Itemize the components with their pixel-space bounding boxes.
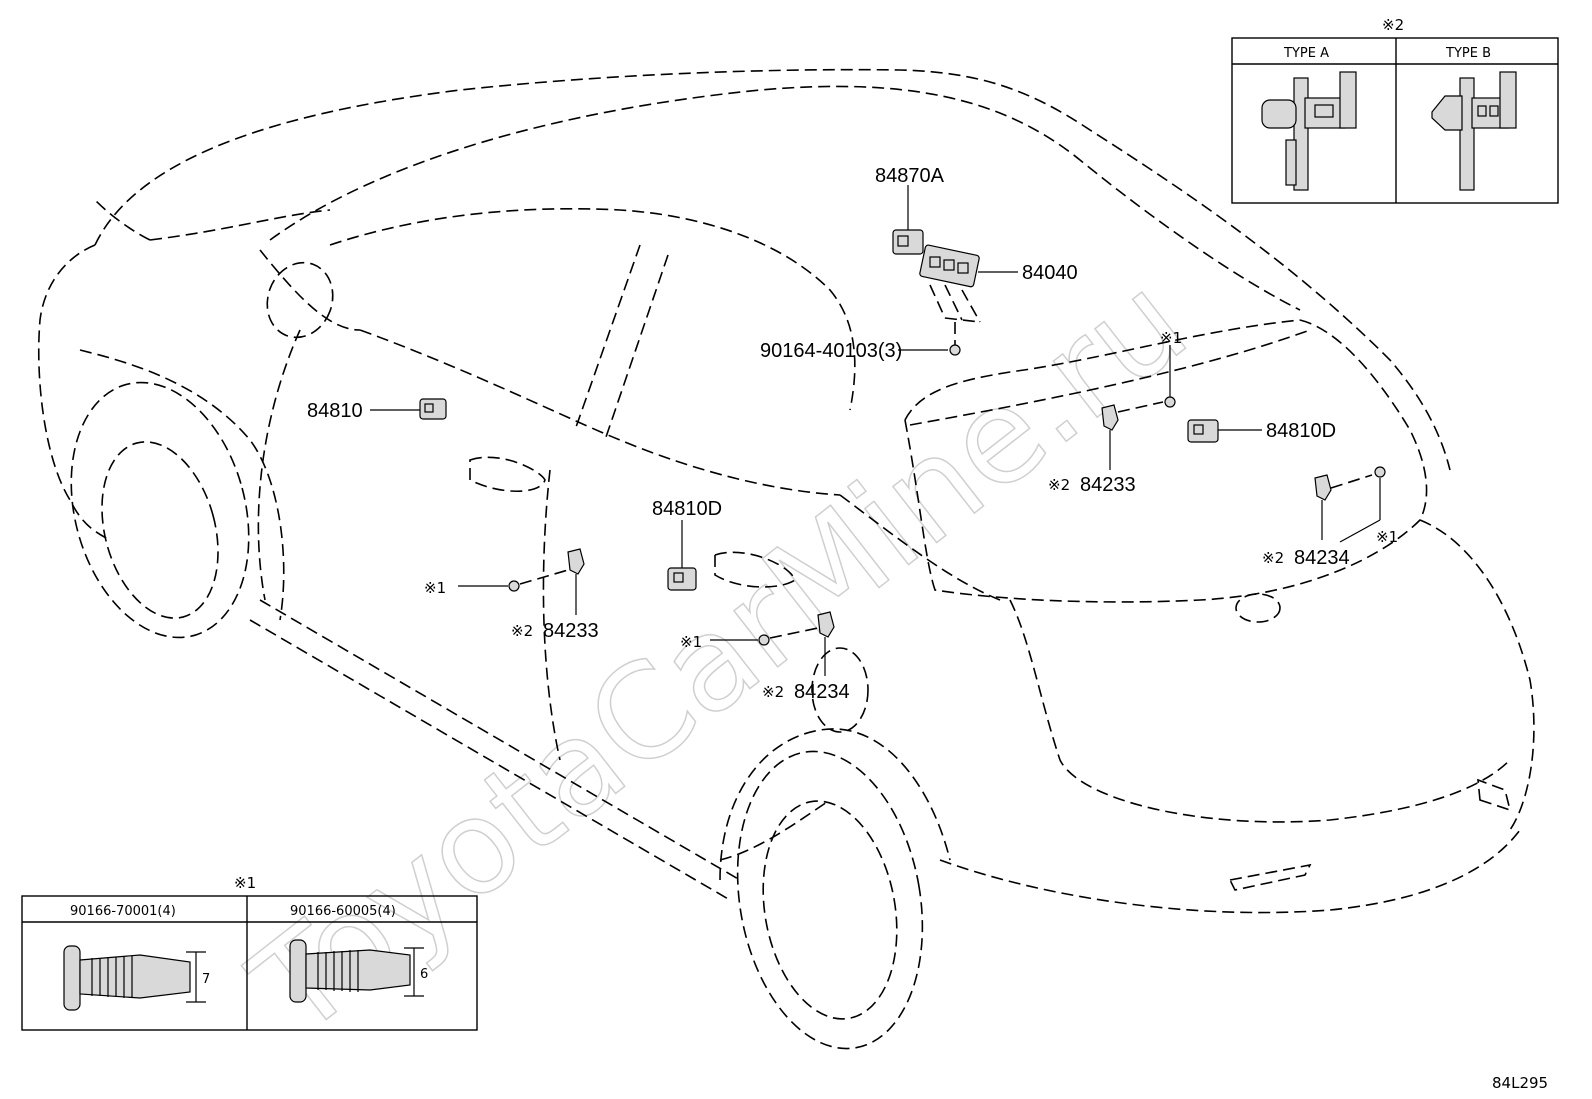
label-84810D-door: 84810D — [652, 498, 722, 520]
type-a-clip-drawing — [1261, 71, 1357, 191]
part-90164-40103[interactable]: 90164-40103(3) — [760, 322, 961, 362]
legend-type-mark: ※2 — [1382, 16, 1404, 34]
note-door-84233-2: ※2 — [511, 622, 533, 640]
note-rear-84233-2: ※2 — [1048, 476, 1070, 494]
type-b-clip-drawing — [1431, 71, 1517, 191]
legend-bolt-b-label: 90166-60005(4) — [290, 904, 396, 919]
part-84233-door[interactable]: ※1 ※2 84233 — [424, 548, 599, 642]
note-rear-screw-1b: ※1 — [1376, 528, 1398, 546]
label-84810D-rear: 84810D — [1266, 420, 1336, 442]
legend-type-a-label: TYPE A — [1283, 46, 1329, 61]
label-84234-rear: 84234 — [1294, 547, 1350, 569]
bolt-b-dimension: 6 — [420, 967, 428, 982]
label-84810: 84810 — [307, 400, 363, 422]
label-84040: 84040 — [1022, 262, 1078, 284]
legend-type-b-label: TYPE B — [1445, 46, 1491, 61]
legend-bolt-panel: ※1 90166-70001(4) 90166-60005(4) 7 6 — [21, 874, 478, 1031]
car-body-outline — [37, 68, 1535, 1050]
note-door-screw-1: ※1 — [424, 579, 446, 597]
bolt-b-drawing: 6 — [289, 939, 428, 1003]
part-84234-door[interactable]: ※1 ※2 84234 — [680, 611, 850, 703]
label-84233-door: 84233 — [543, 620, 599, 642]
label-90164-40103: 90164-40103(3) — [760, 340, 902, 362]
bolt-a-drawing: 7 — [63, 945, 210, 1011]
legend-bolt-a-label: 90166-70001(4) — [70, 904, 176, 919]
label-84870A: 84870A — [875, 165, 945, 187]
note-door-screw-1b: ※1 — [680, 633, 702, 651]
legend-bolt-mark: ※1 — [234, 874, 256, 892]
label-84233-rear: 84233 — [1080, 474, 1136, 496]
watermark-text: ToyotaCarMine.ru — [225, 245, 1214, 1065]
note-rear-84234-2: ※2 — [1262, 549, 1284, 567]
bolt-a-dimension: 7 — [202, 972, 210, 987]
part-84040[interactable]: 84040 — [919, 244, 1078, 323]
diagram-code: 84L295 — [1492, 1074, 1548, 1092]
note-rear-screw-1: ※1 — [1160, 329, 1182, 347]
part-84810D-rear[interactable]: 84810D — [1187, 419, 1336, 443]
part-84870A[interactable]: 84870A — [875, 165, 945, 255]
legend-type-panel: ※2 TYPE A TYPE B — [1231, 16, 1559, 204]
note-door-84234-2: ※2 — [762, 683, 784, 701]
part-84810[interactable]: 84810 — [307, 398, 447, 422]
part-84810D-door[interactable]: 84810D — [652, 498, 722, 591]
part-84233-rear[interactable]: ※1 ※2 84233 — [1048, 329, 1182, 496]
label-84234-door: 84234 — [794, 681, 850, 703]
part-84234-rear[interactable]: ※1 ※2 84234 — [1262, 466, 1398, 569]
